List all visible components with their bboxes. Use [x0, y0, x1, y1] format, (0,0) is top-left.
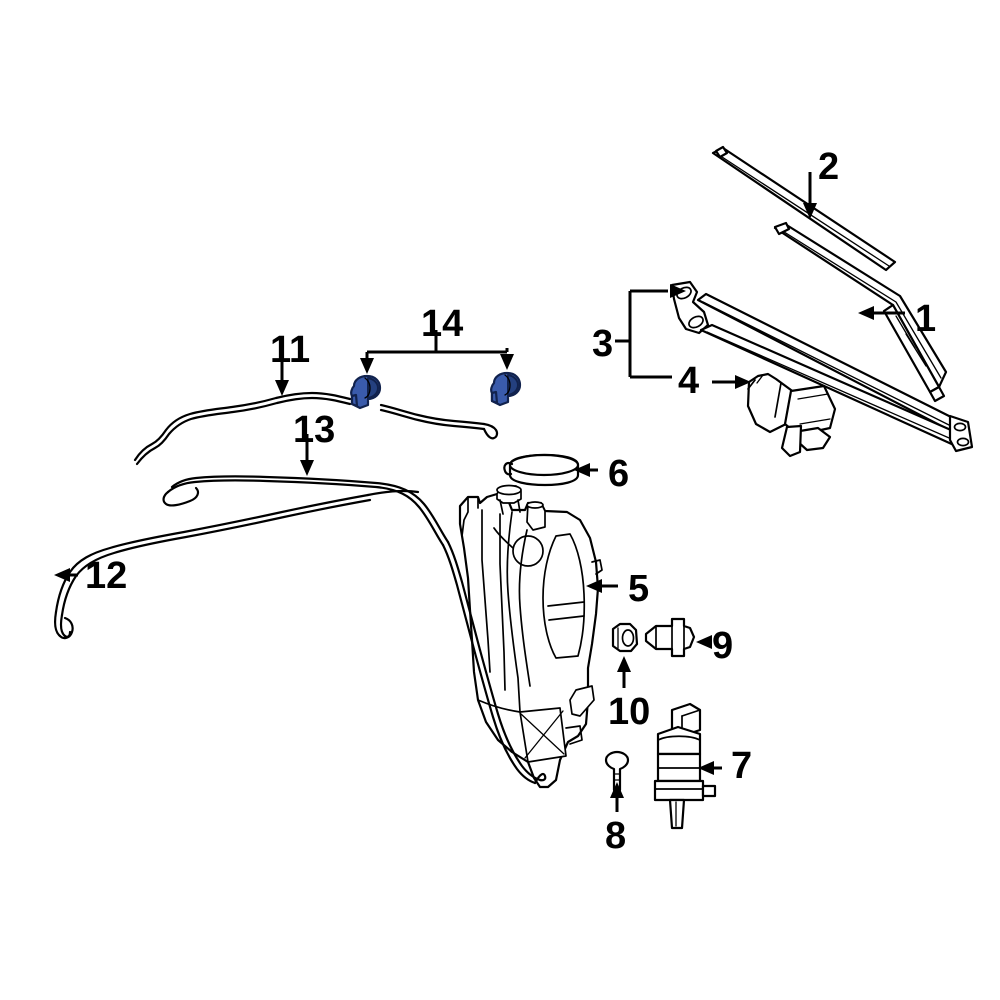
part-6-reservoir-cap — [503, 453, 580, 487]
callout-number-2: 2 — [818, 146, 840, 188]
leader-14 — [360, 330, 514, 374]
part-9-fluid-level-sensor — [644, 617, 696, 658]
part-7-washer-pump — [653, 702, 717, 830]
leader-4 — [712, 375, 751, 389]
leader-7 — [698, 761, 722, 775]
part-4-wiper-motor — [746, 372, 837, 458]
leader-5 — [586, 579, 618, 593]
callout-number-1: 1 — [915, 298, 937, 340]
part-13-washer-hose-supply — [162, 475, 547, 785]
callout-number-3: 3 — [592, 323, 614, 365]
callout-number-14: 14 — [421, 303, 464, 345]
leader-8 — [610, 782, 624, 812]
part-1-wiper-arm — [773, 221, 948, 403]
callout-number-6: 6 — [608, 453, 630, 495]
part-2-wiper-blade — [711, 145, 897, 272]
callout-number-13: 13 — [293, 409, 336, 451]
leader-9 — [696, 635, 712, 649]
callout-number-12: 12 — [85, 555, 128, 597]
callout-number-4: 4 — [678, 360, 700, 402]
leader-13 — [300, 434, 314, 476]
callout-number-11: 11 — [270, 329, 311, 371]
part-3-wiper-linkage — [670, 280, 974, 453]
part-11-washer-hose-upper — [133, 391, 499, 466]
part-5-washer-reservoir — [458, 484, 603, 789]
callout-number-10: 10 — [608, 691, 651, 733]
callout-number-9: 9 — [712, 625, 734, 667]
callout-number-7: 7 — [731, 745, 753, 787]
part-10-grommet — [611, 622, 639, 653]
part-8-mounting-screw — [604, 750, 630, 792]
leader-1 — [858, 306, 905, 320]
part-14-washer-nozzle-left — [350, 374, 382, 410]
callout-number-5: 5 — [628, 568, 650, 610]
leader-10 — [617, 656, 631, 688]
part-14-washer-nozzle-right — [490, 371, 522, 407]
leader-11 — [275, 354, 289, 396]
leader-6 — [574, 463, 598, 477]
leader-3 — [615, 284, 686, 379]
callout-number-8: 8 — [605, 815, 627, 857]
leader-2 — [803, 172, 817, 219]
leader-12 — [54, 568, 78, 582]
